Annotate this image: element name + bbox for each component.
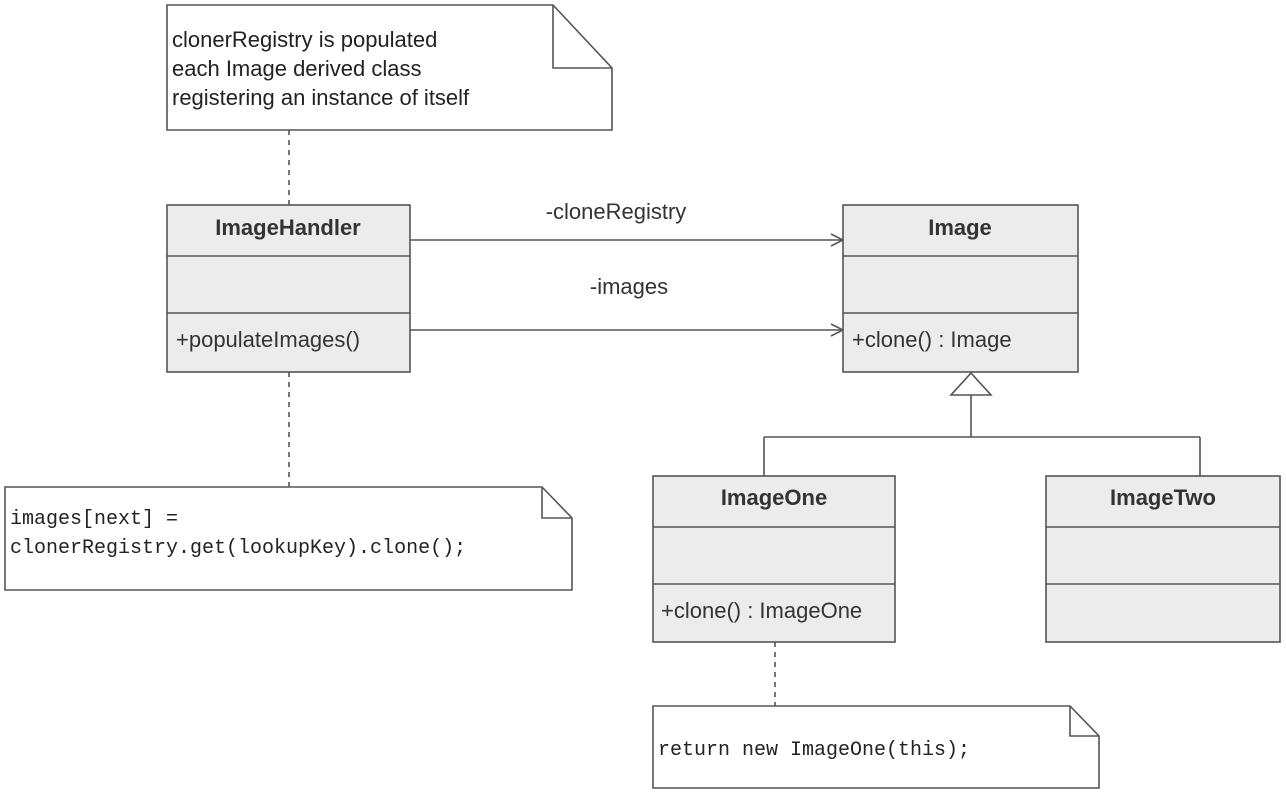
clone-registry-label: -cloneRegistry bbox=[546, 199, 687, 224]
image-one-operation: +clone() : ImageOne bbox=[661, 598, 862, 623]
imageone-note-line-1: return new ImageOne(this); bbox=[658, 739, 970, 762]
image-name: Image bbox=[928, 215, 992, 240]
association-images: -images bbox=[410, 274, 843, 330]
image-one-name: ImageOne bbox=[721, 485, 827, 510]
association-clone-registry: -cloneRegistry bbox=[410, 199, 843, 240]
class-image: Image +clone() : Image bbox=[842, 204, 1079, 373]
registry-note: clonerRegistry is populated each Image d… bbox=[166, 4, 613, 131]
image-handler-operation: +populateImages() bbox=[176, 327, 360, 352]
class-image-two: ImageTwo bbox=[1045, 475, 1281, 643]
image-two-name: ImageTwo bbox=[1110, 485, 1216, 510]
handler-note-line-2: clonerRegistry.get(lookupKey).clone(); bbox=[10, 537, 466, 560]
registry-note-line-3: registering an instance of itself bbox=[172, 85, 470, 110]
handler-note-line-1: images[next] = bbox=[10, 508, 178, 531]
class-image-one: ImageOne +clone() : ImageOne bbox=[652, 475, 896, 643]
generalization-triangle bbox=[949, 371, 993, 396]
class-image-handler: ImageHandler +populateImages() bbox=[166, 204, 411, 373]
image-handler-name: ImageHandler bbox=[215, 215, 361, 240]
images-label: -images bbox=[590, 274, 668, 299]
registry-note-line-1: clonerRegistry is populated bbox=[172, 27, 437, 52]
handler-note: images[next] = clonerRegistry.get(lookup… bbox=[4, 486, 573, 591]
image-operation: +clone() : Image bbox=[852, 327, 1012, 352]
registry-note-line-2: each Image derived class bbox=[172, 56, 421, 81]
imageone-note: return new ImageOne(this); bbox=[652, 705, 1100, 789]
generalization bbox=[763, 371, 1201, 476]
